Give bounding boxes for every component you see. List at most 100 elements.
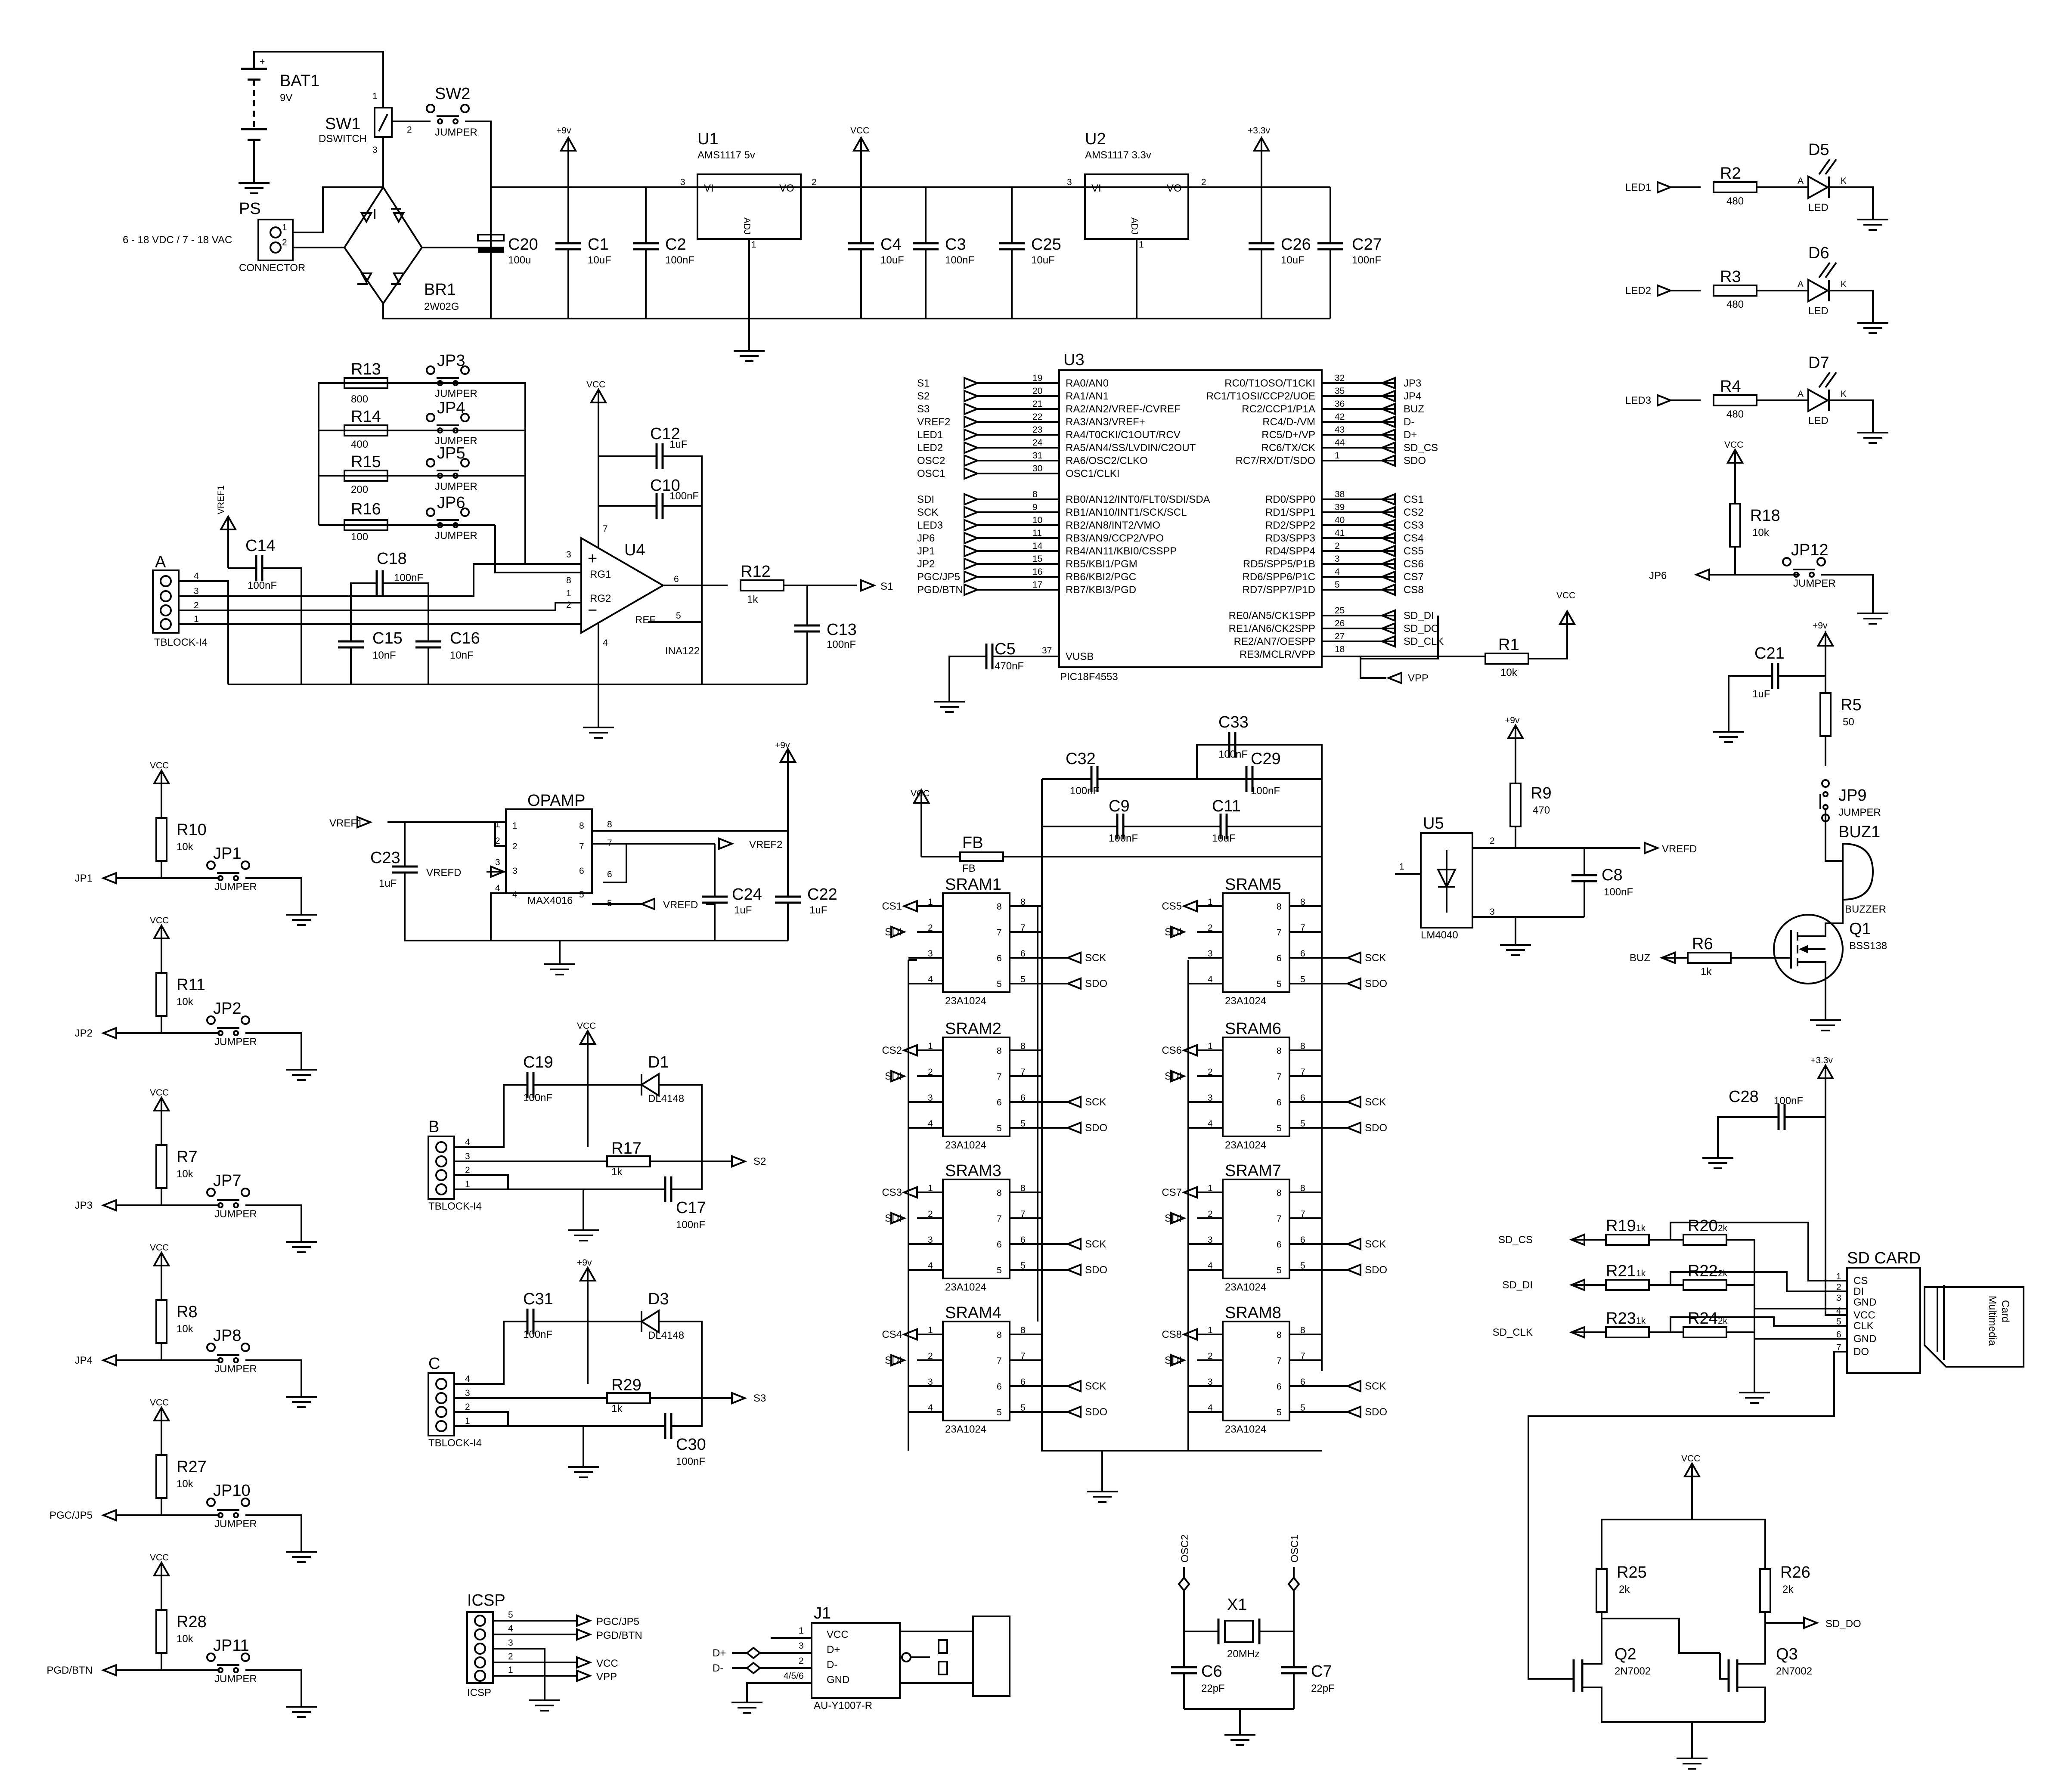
- ground-icon: [1738, 1379, 1771, 1404]
- svg-text:MAX4016: MAX4016: [527, 895, 573, 907]
- svg-text:8: 8: [1300, 897, 1305, 907]
- svg-text:3: 3: [194, 586, 199, 596]
- sdo-net-arrow: [1067, 1122, 1082, 1134]
- net-arrow: [102, 1354, 117, 1366]
- sdo-net-arrow: [1067, 1406, 1082, 1418]
- opamp-section: OPAMP MAX4016 1 2 3 4 8 7 6 5 8 7 6 5 1 …: [329, 740, 837, 975]
- pullup-resistor-ref: R28: [177, 1613, 207, 1631]
- svg-text:8: 8: [579, 821, 584, 831]
- pullup-resistor: [155, 972, 167, 1017]
- svg-text:4: 4: [508, 1624, 513, 1634]
- svg-text:6: 6: [1020, 1093, 1026, 1103]
- svg-text:5: 5: [997, 1123, 1002, 1133]
- terminal-block-ref: B: [428, 1118, 439, 1136]
- mcu-left-net-arrow: [964, 519, 978, 531]
- svg-text:10uF: 10uF: [1212, 833, 1236, 844]
- svg-text:2: 2: [495, 836, 500, 846]
- svg-text:1: 1: [1399, 862, 1404, 872]
- svg-text:4: 4: [1208, 1261, 1213, 1271]
- rail-icon: [580, 1030, 596, 1055]
- usb-connector[interactable]: [811, 1622, 901, 1699]
- mcu-right-net: SD_CLK: [1404, 636, 1444, 647]
- sck-net-arrow: [1347, 1096, 1361, 1108]
- svg-text:R18: R18: [1750, 507, 1780, 525]
- svg-text:6: 6: [997, 1382, 1002, 1392]
- icsp-header[interactable]: [466, 1611, 494, 1684]
- svg-text:4: 4: [1208, 1119, 1213, 1129]
- net-arrow: [102, 1664, 117, 1676]
- mcu-right-net: CS8: [1404, 584, 1424, 596]
- svg-text:J1: J1: [814, 1604, 831, 1622]
- tblock-a[interactable]: [152, 569, 180, 634]
- svg-text:C6: C6: [1201, 1662, 1222, 1681]
- sd-series-resistor: [1605, 1234, 1650, 1246]
- svg-text:ICSP: ICSP: [467, 1591, 505, 1609]
- ground-icon: [567, 1216, 600, 1241]
- svg-text:5: 5: [1020, 975, 1026, 984]
- svg-text:VCC: VCC: [1681, 1454, 1700, 1464]
- sd-pin-number: 4: [1836, 1306, 1841, 1316]
- svg-text:R12: R12: [741, 563, 771, 581]
- svg-text:8: 8: [1300, 1041, 1305, 1051]
- svg-text:3: 3: [1208, 1093, 1213, 1103]
- svg-text:7: 7: [1277, 928, 1282, 938]
- pullup-resistor-value: 10k: [177, 1478, 194, 1490]
- svg-text:OSC2: OSC2: [1179, 1535, 1191, 1563]
- svg-text:2: 2: [512, 842, 518, 851]
- mcu-left-net: LED1: [917, 429, 943, 441]
- svg-text:6: 6: [1277, 1382, 1282, 1392]
- svg-text:5: 5: [1020, 1261, 1026, 1271]
- c25-ref: C25: [1031, 235, 1061, 254]
- sd-divider-resistor: [1683, 1279, 1727, 1291]
- svg-text:VUSB: VUSB: [1066, 651, 1094, 662]
- sw1-value: DSWITCH: [319, 133, 367, 145]
- svg-text:3: 3: [372, 145, 378, 155]
- mcu-pin-number: 3: [1335, 554, 1340, 564]
- jp-net-label: JP4: [75, 1355, 93, 1366]
- mcu-pin-name: RD1/SPP1: [1265, 507, 1315, 518]
- svg-text:R1: R1: [1498, 636, 1519, 654]
- jumper-ref: JP11: [213, 1637, 249, 1655]
- sram-ref: SRAM6: [1225, 1020, 1281, 1038]
- led-resistor-ref: R4: [1720, 378, 1741, 396]
- sd-card-socket[interactable]: [1846, 1267, 1921, 1374]
- svg-text:C12: C12: [650, 425, 680, 443]
- mcu-pin-name: RB4/AN11/KBI0/CSSPP: [1066, 545, 1177, 557]
- mcu-pin-name: RD2/SPP2: [1265, 520, 1315, 531]
- c26-ref: C26: [1281, 235, 1311, 254]
- vcc-rail-icon: [153, 770, 170, 795]
- mcu-pin-number: 41: [1335, 528, 1345, 538]
- ps-connector[interactable]: [257, 219, 294, 261]
- filter-cap-ref: C17: [676, 1199, 706, 1217]
- svg-text:470nF: 470nF: [995, 660, 1024, 672]
- svg-text:7: 7: [997, 928, 1002, 938]
- terminal-block[interactable]: [428, 1136, 455, 1200]
- svg-text:4: 4: [928, 1261, 933, 1271]
- svg-text:2: 2: [1208, 1351, 1213, 1361]
- sdo-net-arrow: [1067, 1264, 1082, 1276]
- sck-net-label: SCK: [1365, 1238, 1386, 1250]
- svg-text:37: 37: [1042, 646, 1052, 656]
- svg-text:2k: 2k: [1782, 1584, 1794, 1595]
- svg-text:7: 7: [997, 1214, 1002, 1224]
- svg-text:C10: C10: [650, 477, 680, 495]
- series-resistor-value: 1k: [611, 1403, 623, 1414]
- jumper-value: JUMPER: [214, 881, 257, 893]
- terminal-block[interactable]: [428, 1372, 455, 1436]
- mcu-right-net: CS1: [1404, 494, 1424, 505]
- svg-text:6: 6: [997, 953, 1002, 963]
- series-resistor: [606, 1392, 651, 1404]
- sd-resistor-b-ref: R20: [1688, 1217, 1718, 1235]
- sw2-jumper[interactable]: [426, 104, 470, 124]
- sd-resistor-b-value: 2k: [1718, 1316, 1728, 1326]
- svg-text:4: 4: [928, 1403, 933, 1413]
- sram-chip: [1222, 892, 1290, 993]
- svg-text:VREFD: VREFD: [663, 899, 698, 911]
- ground-icon: [1856, 206, 1889, 231]
- svg-text:50: 50: [1843, 716, 1854, 728]
- mcu-pin-name: RE2/AN7/OESPP: [1234, 636, 1315, 647]
